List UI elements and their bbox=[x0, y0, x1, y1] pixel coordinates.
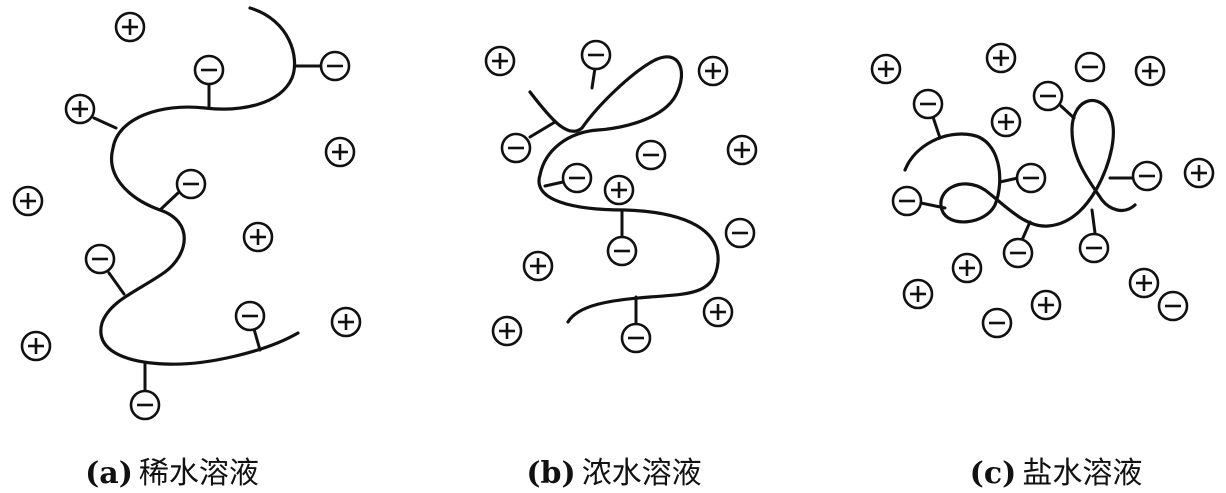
ions-layer bbox=[12, 11, 1215, 421]
negative-ion-b bbox=[500, 132, 532, 164]
negative-ion-c bbox=[1157, 290, 1189, 322]
positive-ion-a bbox=[20, 330, 52, 362]
negative-ion-c bbox=[981, 307, 1013, 339]
negative-ion-a bbox=[319, 50, 351, 82]
caption-b: (b)浓水溶液 bbox=[526, 448, 701, 492]
negative-ion-c bbox=[912, 88, 944, 120]
positive-ion-b bbox=[491, 315, 523, 347]
positive-ion-c bbox=[870, 53, 902, 85]
negative-ion-b bbox=[606, 235, 638, 267]
positive-ion-c bbox=[985, 42, 1017, 74]
negative-ion-c bbox=[1074, 51, 1106, 83]
positive-ion-c bbox=[1183, 157, 1215, 189]
positive-ion-c bbox=[1134, 55, 1166, 87]
caption-c-tag: (c) bbox=[969, 456, 1017, 491]
negative-ion-b bbox=[635, 139, 667, 171]
positive-ion-b bbox=[603, 174, 635, 206]
positive-ion-a bbox=[242, 221, 274, 253]
side-group-c3 bbox=[998, 176, 1020, 184]
side-group-b2 bbox=[528, 120, 557, 139]
negative-ion-a bbox=[129, 389, 161, 421]
positive-ion-b bbox=[702, 296, 734, 328]
polymer-chain-c bbox=[903, 98, 1137, 228]
positive-ion-c bbox=[951, 252, 983, 284]
positive-ion-a bbox=[114, 11, 146, 43]
side-group-a3 bbox=[92, 116, 118, 130]
negative-ion-c bbox=[1002, 237, 1034, 269]
caption-a: (a)稀水溶液 bbox=[85, 448, 259, 492]
side-group-b1 bbox=[590, 66, 597, 90]
panel-c bbox=[903, 98, 1137, 242]
side-group-c6 bbox=[1020, 220, 1032, 242]
positive-ion-a bbox=[12, 185, 44, 217]
negative-ion-c bbox=[1032, 80, 1064, 112]
caption-b-tag: (b) bbox=[526, 456, 576, 491]
negative-ion-c bbox=[1015, 162, 1047, 194]
negative-ion-a bbox=[175, 168, 207, 200]
side-group-a6 bbox=[252, 327, 262, 352]
positive-ion-a bbox=[330, 306, 362, 338]
side-group-a4 bbox=[158, 191, 180, 212]
negative-ion-c bbox=[1131, 160, 1163, 192]
negative-ion-c bbox=[891, 185, 923, 217]
polymer-chain-b bbox=[528, 55, 720, 324]
caption-c-label: 盐水溶液 bbox=[1022, 456, 1143, 491]
side-group-c2 bbox=[1059, 104, 1076, 120]
positive-ion-c bbox=[1128, 267, 1160, 299]
negative-ion-a bbox=[234, 300, 266, 332]
caption-a-tag: (a) bbox=[85, 456, 133, 491]
caption-c: (c)盐水溶液 bbox=[970, 448, 1143, 492]
positive-ion-b bbox=[697, 55, 729, 87]
panel-a bbox=[92, 6, 324, 394]
side-group-a5 bbox=[107, 271, 126, 296]
negative-ion-b bbox=[620, 322, 652, 354]
side-group-c7 bbox=[1090, 208, 1097, 235]
positive-ion-b bbox=[726, 134, 758, 166]
positive-ion-c bbox=[1030, 289, 1062, 321]
positive-ion-a bbox=[324, 136, 356, 168]
negative-ion-a bbox=[84, 243, 116, 275]
panel-b bbox=[528, 55, 720, 326]
negative-ion-b bbox=[561, 162, 593, 194]
caption-a-label: 稀水溶液 bbox=[138, 456, 259, 491]
side-group-c1 bbox=[931, 115, 942, 140]
positive-ion-c bbox=[990, 106, 1022, 138]
negative-ion-c bbox=[1078, 232, 1110, 264]
caption-b-label: 浓水溶液 bbox=[581, 456, 702, 491]
positive-ion-b bbox=[484, 45, 516, 77]
positive-ion-a bbox=[64, 93, 96, 125]
negative-ion-b bbox=[724, 217, 756, 249]
negative-ion-a bbox=[193, 54, 225, 86]
side-group-b3 bbox=[543, 180, 565, 188]
side-group-c5 bbox=[919, 201, 947, 210]
positive-ion-b bbox=[522, 250, 554, 282]
positive-ion-c bbox=[902, 278, 934, 310]
negative-ion-b bbox=[580, 39, 612, 71]
